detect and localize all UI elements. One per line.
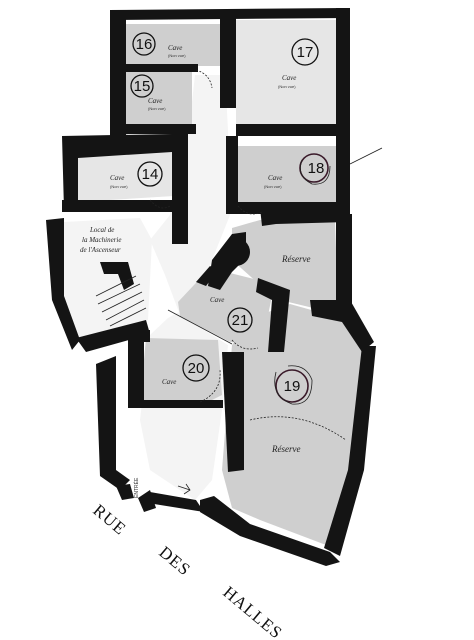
wall-19-right <box>324 346 376 556</box>
room-15-number: 15 <box>134 78 151 95</box>
room-20-circle <box>182 354 210 382</box>
wall-19-bottom <box>200 496 340 566</box>
room-18-label: Cave <box>268 174 282 182</box>
room-20-label: Cave <box>162 378 176 386</box>
room-17-label: Cave <box>282 74 296 82</box>
room-15-circle <box>130 74 154 98</box>
reserve-column <box>222 238 250 266</box>
room-15-floor <box>126 72 192 124</box>
wall-14-top <box>62 134 172 210</box>
room-18-scribble <box>299 159 331 185</box>
wall-17-bottom <box>236 124 348 136</box>
room-14-floor <box>76 150 174 202</box>
room-18-sub: (Non vue) <box>264 184 282 189</box>
entrance: ENTRÉE <box>133 477 140 498</box>
room-20-floor <box>140 338 222 402</box>
room-14-circle <box>137 161 163 187</box>
room-21: 21 Cave <box>210 296 253 333</box>
room-21-circle <box>227 307 253 333</box>
wall-19-top-right <box>310 300 374 352</box>
room-17-sub: (Non vue) <box>278 84 296 89</box>
wall-14-bottom <box>62 200 174 212</box>
wall-20-bottom <box>128 400 223 408</box>
room-18: 18 Cave (Non vue) <box>264 153 331 189</box>
street-name: RUE DES HALLES <box>89 501 286 640</box>
room-20-number: 20 <box>188 360 205 377</box>
machinery-floor <box>64 218 152 340</box>
wall-16-15 <box>126 64 198 72</box>
room-14: 14 Cave (Non vue) <box>110 161 163 189</box>
wall-machinery-bottom <box>76 320 150 352</box>
machinery-room: Local de la Machinerie de l'Ascenseur <box>80 226 121 254</box>
entrance-label: ENTRÉE <box>133 477 140 498</box>
door-arc-19 <box>249 416 347 441</box>
room-20: 20 Cave <box>162 354 210 386</box>
entrance-arrow <box>177 483 191 495</box>
wall-20-left <box>128 336 144 406</box>
room-16-floor <box>126 24 220 66</box>
reserve-upper-floor <box>232 220 338 312</box>
room-17-circle <box>291 38 319 66</box>
door-arc-21 <box>231 339 259 350</box>
details <box>95 69 383 495</box>
room-17-floor <box>236 20 336 124</box>
street-word-des: DES <box>155 543 194 580</box>
wall-19-left <box>222 352 244 472</box>
room-14-sub: (Non vue) <box>110 184 128 189</box>
room-17-number: 17 <box>297 44 314 61</box>
floor-fills <box>64 20 364 545</box>
room-14-label: Cave <box>110 174 124 182</box>
wall-top-right <box>336 8 350 218</box>
room-19-floor <box>222 304 364 545</box>
room-21-number: 21 <box>232 312 249 329</box>
wall-machinery-left <box>46 218 80 350</box>
room-16-number: 16 <box>136 36 153 53</box>
room-19-number: 19 <box>284 378 301 395</box>
wall-21-right <box>256 278 290 352</box>
wall-21-top <box>196 266 218 286</box>
elevator-shaft <box>100 262 134 290</box>
room-15-sub: (Non vue) <box>148 106 166 111</box>
machinery-line-1: Local de <box>89 226 114 234</box>
wall-corridor-left <box>172 134 188 244</box>
staircase <box>95 275 147 327</box>
wall-top <box>110 8 348 20</box>
wall-entrance-left <box>116 484 134 500</box>
room-21-label: Cave <box>210 296 224 304</box>
wall-lower-left <box>96 356 130 490</box>
room-19: 19 Réserve <box>271 365 313 454</box>
room-18-number: 18 <box>308 160 325 177</box>
door-arc-20 <box>199 369 221 403</box>
external-line <box>349 147 383 165</box>
street-word-halles: HALLES <box>219 583 286 640</box>
street-word-rue: RUE <box>89 501 130 539</box>
room-19-label: Réserve <box>271 444 300 454</box>
corridor-line <box>167 309 233 345</box>
room-19-circle <box>275 369 309 403</box>
room-15-label: Cave <box>148 97 162 105</box>
reserve-upper-label: Réserve <box>281 254 310 264</box>
wall-reserve-right <box>336 214 352 314</box>
room-16: 16 Cave (Non vue) <box>132 32 186 58</box>
walls <box>46 8 376 566</box>
machinery-line-2: la Machinerie <box>82 236 121 244</box>
wall-18-left <box>226 136 238 208</box>
reserve-upper: Réserve <box>281 254 310 264</box>
room-15: 15 Cave (Non vue) <box>130 74 166 111</box>
room-16-circle <box>132 32 156 56</box>
door-arc-14 <box>149 199 171 209</box>
room-16-sub: (Non vue) <box>168 53 186 58</box>
wall-top-left <box>110 10 126 140</box>
room-17: 17 Cave (Non vue) <box>278 38 319 89</box>
room-19-scribble <box>274 365 313 405</box>
wall-16-right <box>220 18 236 108</box>
machinery-line-3: de l'Ascenseur <box>80 246 121 254</box>
wall-bottom-left <box>150 492 204 512</box>
wall-15-bottom <box>110 124 196 134</box>
room-14-number: 14 <box>142 166 159 183</box>
room-16-label: Cave <box>168 44 182 52</box>
wall-reserve-top <box>260 208 348 226</box>
